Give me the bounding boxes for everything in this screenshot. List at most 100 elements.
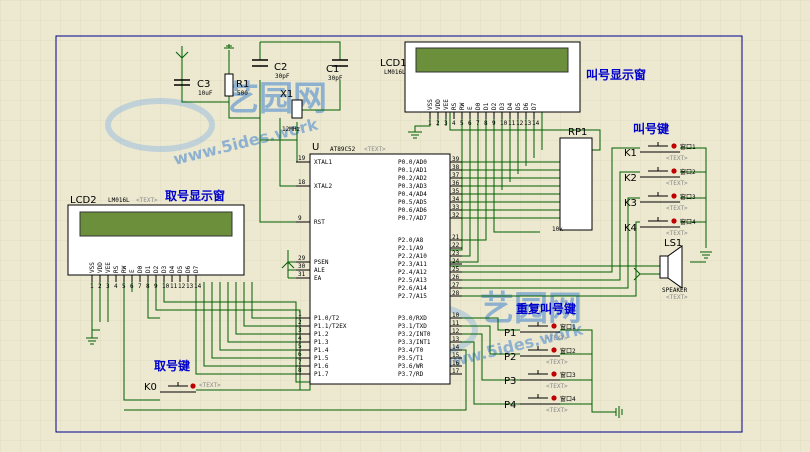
lcd1-ref: LCD1 [380,58,407,69]
lcd-pin-name: D1 [145,265,152,273]
lcd-pin-name: D2 [491,102,498,110]
mcu-pin-number: 24 [452,258,460,265]
k0-ref: K0 [144,382,157,393]
k0-contact [160,382,196,393]
mcu-pin-name: P0.2/AD2 [398,175,427,182]
gnd-repeat [615,406,623,418]
lcd-pin-number: 10 [162,283,170,290]
wire-p0-bus [450,161,560,219]
lcd-pin-name: D3 [499,102,506,110]
r1-ref: R1 [236,79,249,90]
lcd1-model: LM016L [384,69,406,76]
lcd-pin-name: D6 [523,102,530,110]
mcu-pin-number: 30 [298,263,306,270]
call-key-contact [640,217,680,228]
repeat-key-tag: 窗口3 [560,371,576,379]
call-key-tag: 窗口3 [680,193,696,201]
take-key-caption: 取号键 [154,358,190,373]
capacitor-c2[interactable]: C2 30pF [252,59,290,80]
lcd2-ref: LCD2 [70,195,97,206]
lcd-pin-number: 7 [476,120,480,127]
lcd2-screen [79,211,233,237]
mcu-at89c52[interactable]: U AT89C52 <TEXT> 19XTAL118XTAL29RST29PSE… [296,142,462,385]
lcd-pin-name: E [467,106,474,110]
mcu-pin-number: 1 [298,311,302,318]
repeat-key-ref: P4 [504,400,516,411]
lcd-pin-number: 5 [122,283,126,290]
mcu-pin-number: 15 [452,352,460,359]
mcu-pins: 19XTAL118XTAL29RST29PSEN30ALE31EA1P1.0/T… [296,155,462,378]
lcd-pin-name: E [129,269,136,273]
call-key-ref: K1 [624,148,637,159]
capacitor-c1[interactable]: C1 30pF [326,59,348,82]
lcd2-module[interactable]: LCD2 LM016L <TEXT> 取号显示窗 VSS1VDD2VEE3RS4… [67,188,245,290]
repeat-key-ref: P1 [504,328,516,339]
mcu-pin-name: P3.2/INT0 [398,331,431,338]
resistor-pack-rp1[interactable]: RP1 10k [552,127,593,233]
lcd1-caption: 叫号显示窗 [586,67,646,82]
lcd1-module[interactable]: LCD1 LM016L 叫号显示窗 VSS1VDD2VEE3RS4RW5E6D0… [380,41,646,127]
mcu-pin-number: 38 [452,164,460,171]
lcd-pin-name: D4 [507,102,514,110]
lcd-pin-name: D7 [531,102,538,110]
gnd-lcd1 [408,131,422,139]
rp1-ref: RP1 [568,127,587,138]
call-key-contact [640,192,680,203]
x1-ref: X1 [280,89,293,100]
wires [91,41,707,413]
wire-key-common [680,147,707,248]
mcu-pin-number: 27 [452,282,460,289]
crystal-x1[interactable]: X1 12MHz [280,89,303,133]
lcd-pin-name: D7 [193,265,200,273]
mcu-pin-number: 28 [452,290,460,297]
capacitor-c3[interactable]: C3 10uF [174,79,213,97]
mcu-pin-number: 17 [452,368,460,375]
watermark-logo-ring [105,98,215,152]
take-key-k0[interactable]: K0 <TEXT> [144,382,221,393]
wire-caps-top [259,41,341,60]
ls1-ref: LS1 [664,238,682,249]
mcu-pin-number: 31 [298,271,306,278]
mcu-pin-number: 9 [298,215,302,222]
mcu-pin-name: EA [314,275,322,282]
mcu-pin-name: P0.0/AD0 [398,159,427,166]
mcu-pin-number: 14 [452,344,460,351]
mcu-pin-number: 32 [452,212,460,219]
lcd-pin-number: 13 [524,120,532,127]
mcu-pin-number: 34 [452,196,460,203]
lcd-pin-name: VSS [89,262,96,273]
lcd-pin-name: RW [459,102,466,110]
call-key-indicator [671,218,677,224]
lcd-pin-number: 9 [492,120,496,127]
call-key-text: <TEXT> [666,205,688,212]
repeat-key-indicator [551,347,557,353]
call-key-tag: 窗口1 [680,143,696,151]
call-key-indicator [671,143,677,149]
resistor-r1[interactable]: R1 500 [224,73,249,97]
call-key-ref: K3 [624,198,637,209]
mcu-pin-name: P1.1/T2EX [314,323,347,330]
gnd-keys [700,251,712,259]
speaker-ls1[interactable]: LS1 SPEAKER <TEXT> [659,238,688,301]
call-key-indicator [671,168,677,174]
lcd-pin-number: 8 [146,283,150,290]
call-key-3[interactable]: K3 窗口3 <TEXT> [624,192,696,212]
mcu-pin-name: PSEN [314,259,329,266]
lcd-pin-name: D0 [475,102,482,110]
call-key-indicator [671,193,677,199]
ls1-value: SPEAKER [662,287,688,294]
wire-p1-lcd2 [195,282,310,375]
lcd-pin-number: 12 [516,120,524,127]
lcd-pin-number: 1 [428,120,432,127]
call-key-tag: 窗口2 [680,168,696,176]
lcd-pin-number: 11 [508,120,516,127]
c1-ref: C1 [326,64,339,75]
